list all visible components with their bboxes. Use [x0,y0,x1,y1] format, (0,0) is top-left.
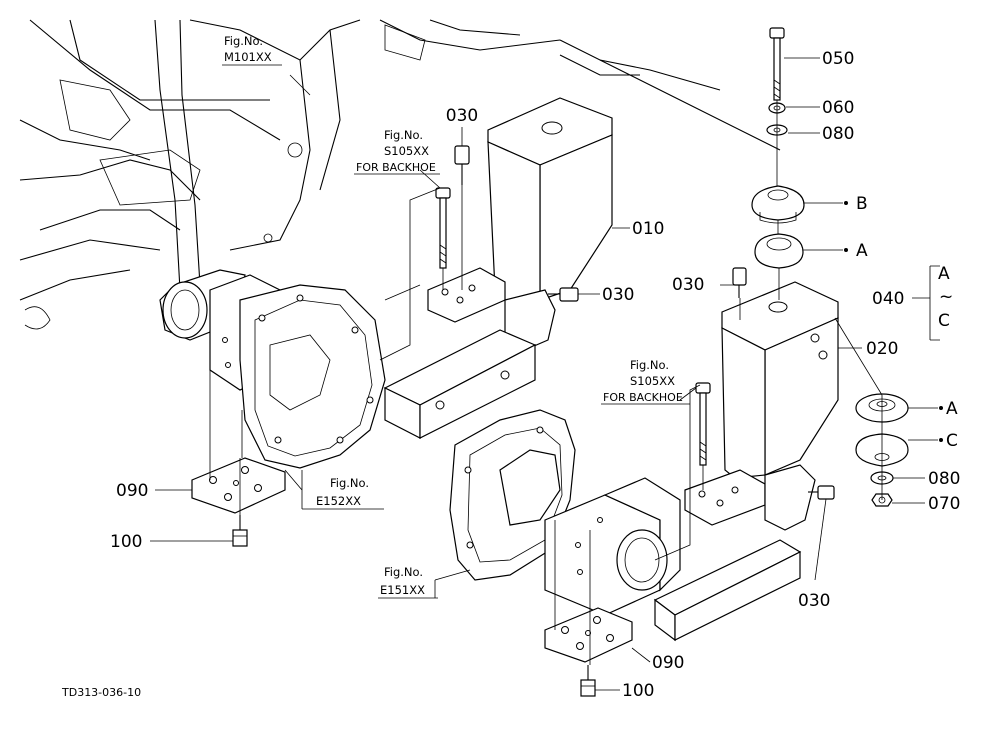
plate-090-left [191,457,286,514]
fig-ref-s105-right-prefix: Fig.No. [630,358,669,372]
fig-ref-m101-code: M101XX [224,50,272,64]
housing-e151 [449,409,681,616]
bracket-010 [383,97,613,439]
drawing-code: TD313-036-10 [61,686,141,699]
mount-a-upper [754,233,804,269]
bolt-030-top [454,145,470,185]
long-bolt-backhoe-right [695,382,711,466]
long-bolt-backhoe-left [435,187,451,269]
fig-ref-s105-right-note: FOR BACKHOE [603,391,683,404]
callout-100-right: 100 [622,681,654,701]
figure-references: Fig.No. M101XX Fig.No. S105XX FOR BACKHO… [222,34,690,599]
fig-ref-m101-prefix: Fig.No. [224,34,263,48]
fig-ref-s105-left-note: FOR BACKHOE [356,161,436,174]
callout-050: 050 [822,49,854,69]
bolt-100-right [580,665,596,697]
callout-080-top: 080 [822,124,854,144]
callout-030-mid: 030 [602,285,634,305]
callout-060: 060 [822,98,854,118]
callout-b-upper: B [856,194,868,214]
callout-040-range-sign: ~ [939,287,953,307]
fig-ref-s105-right-code: S105XX [630,374,675,388]
fig-ref-e152-code: E152XX [316,494,361,508]
bolt-050 [769,27,785,101]
assembly-lines [209,100,883,665]
callout-a-lower: A [946,399,958,419]
bolt-100-left [232,515,248,547]
fig-ref-e151-code: E151XX [380,583,425,597]
callout-040-range-c: C [938,311,950,331]
callout-100-left: 100 [110,532,142,552]
callout-030-top: 030 [446,106,478,126]
mount-b [751,185,805,224]
callout-a-upper: A [856,241,868,261]
callout-labels: 050 060 080 B A 030 010 030 030 040 A ~ … [110,49,960,701]
callout-070: 070 [928,494,960,514]
callout-030-right-lower: 030 [798,591,830,611]
callout-040-range-a: A [938,264,950,284]
callout-040: 040 [872,289,904,309]
plate-090-right [544,607,633,663]
housing-e152 [159,269,386,469]
callout-020: 020 [866,339,898,359]
callout-030-right-upper: 030 [672,275,704,295]
callout-090-left: 090 [116,481,148,501]
fig-ref-s105-left-prefix: Fig.No. [384,128,423,142]
bolt-030-mid [548,287,579,302]
callout-090-right: 090 [652,653,684,673]
fig-ref-s105-left-code: S105XX [384,144,429,158]
bolt-030-right-upper [732,267,747,298]
tractor-frame-background [19,19,781,330]
fig-ref-e151-prefix: Fig.No. [384,565,423,579]
fig-ref-e152-prefix: Fig.No. [330,476,369,490]
bracket-020 [653,281,839,642]
callout-c: C [946,431,958,451]
callout-010: 010 [632,219,664,239]
leader-lines [150,57,943,691]
callout-080-bottom: 080 [928,469,960,489]
